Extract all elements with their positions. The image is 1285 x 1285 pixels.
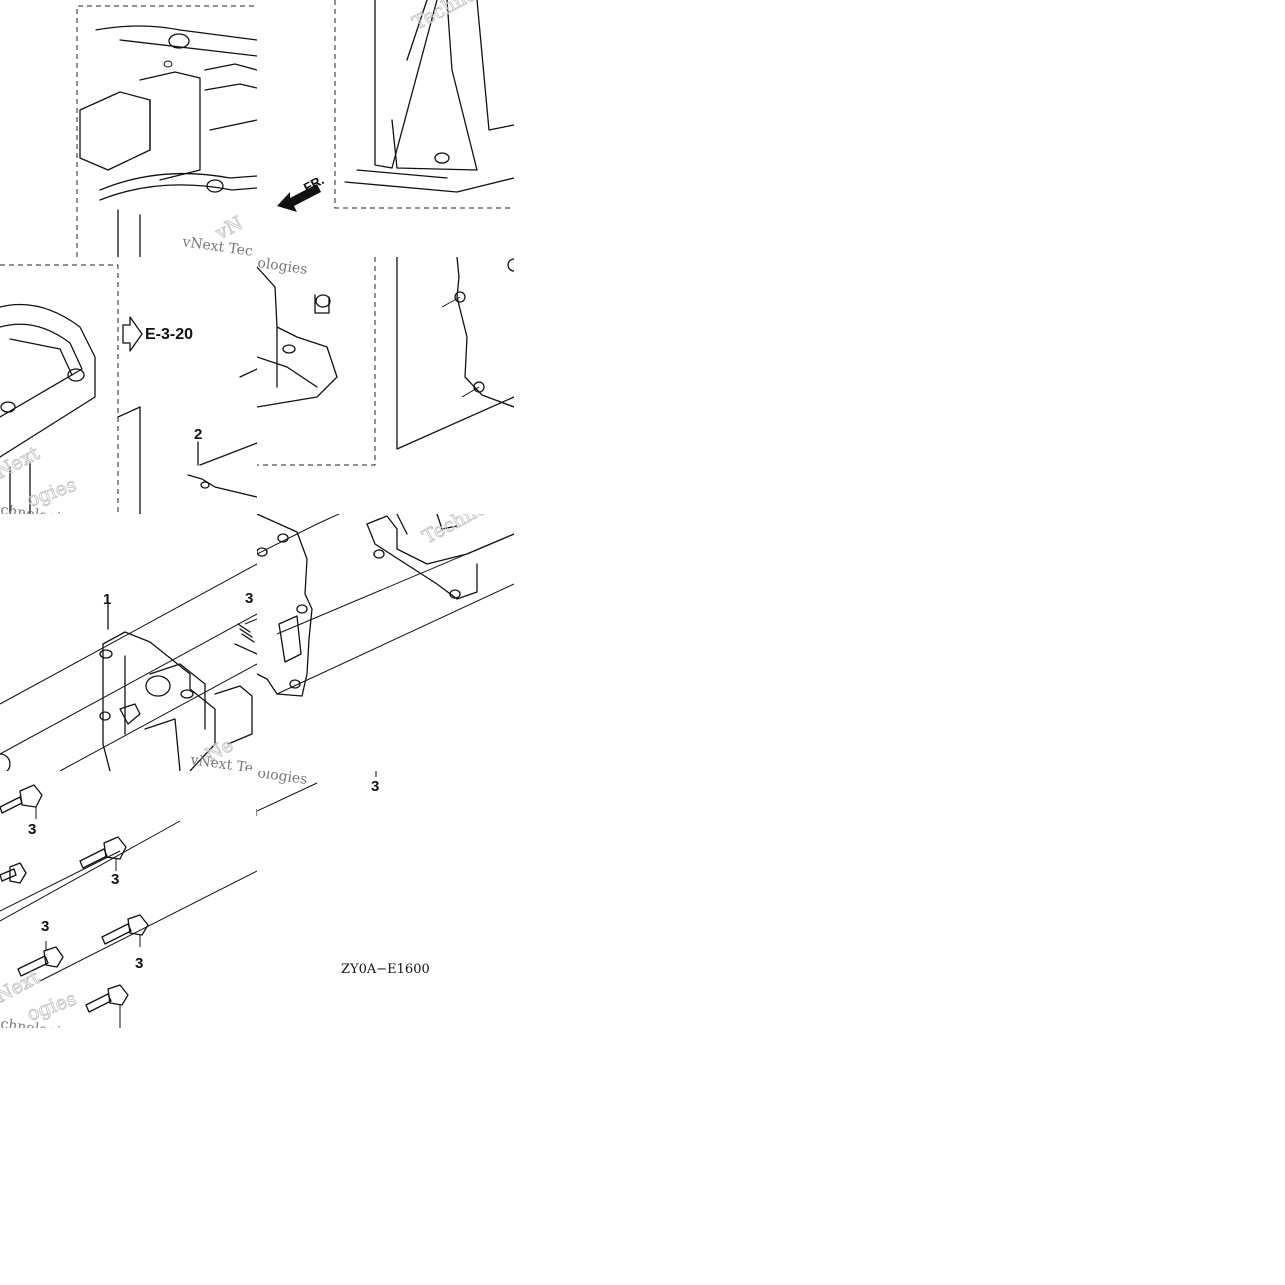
callout-part-3-d: 3: [41, 918, 50, 935]
svg-text:Techno: Techno: [409, 0, 480, 34]
tile-bolts: Next ogies chnologies 3 3 3 3: [0, 771, 257, 1028]
tile-engine-block: ogies Next chnologies E-3-20 2: [0, 257, 257, 514]
callout-part-3-a: 3: [245, 590, 254, 607]
callout-part-1: 1: [103, 591, 112, 608]
tile-engine-top: vN vNext Tec: [0, 0, 257, 257]
callout-part-3-e: 3: [135, 955, 144, 972]
svg-text:chnologies: chnologies: [0, 1016, 77, 1028]
bolt-2: [79, 836, 127, 871]
svg-text:Next: Next: [0, 442, 43, 483]
bolt-1: [0, 784, 43, 819]
bolt-3: [0, 862, 27, 884]
bolt-5: [101, 914, 149, 947]
callout-part-3-b: 3: [28, 821, 37, 838]
svg-text:chnologies: chnologies: [0, 502, 77, 514]
callout-part-2: 2: [194, 426, 203, 443]
tile-gasket: Techno: [257, 514, 514, 771]
tile-footer: ologies 3 ZY0A−E1600: [257, 771, 514, 1028]
diagram-code: ZY0A−E1600: [341, 962, 430, 977]
tile-water-pump: Ne vNext Te 1 3: [0, 514, 257, 771]
bolt-4: [17, 941, 64, 977]
callout-part-3-f: 3: [371, 778, 380, 795]
svg-text:vNext Tec: vNext Tec: [180, 234, 253, 257]
svg-text:ologies: ologies: [257, 771, 308, 788]
bolt-6: [85, 984, 129, 1028]
reference-label: E-3-20: [145, 326, 194, 343]
tile-side-cover: ologies: [257, 257, 514, 514]
svg-text:ologies: ologies: [257, 257, 308, 278]
tile-crankcase-side: Techno FR.: [257, 0, 514, 257]
callout-part-3-c: 3: [111, 871, 120, 888]
svg-text:Techno: Techno: [419, 514, 490, 548]
